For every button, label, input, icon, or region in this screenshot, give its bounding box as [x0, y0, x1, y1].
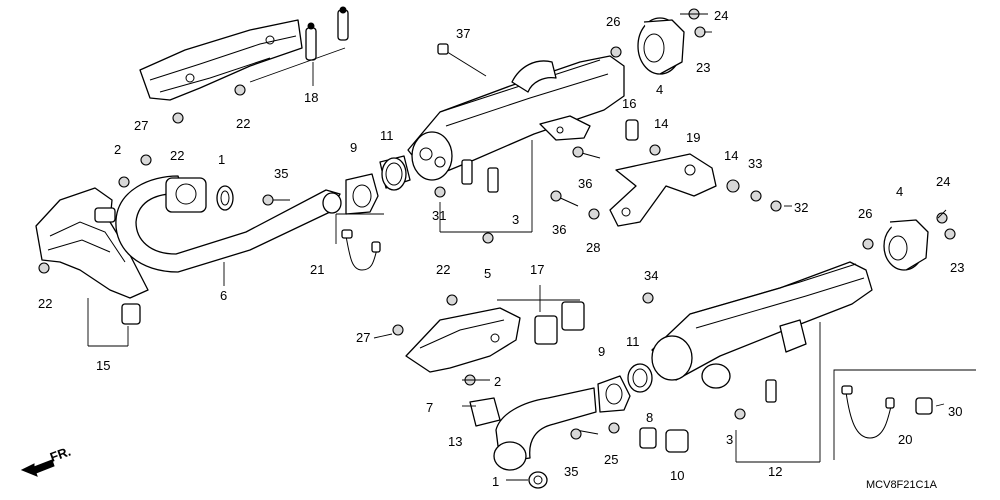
callout-1: 1 — [492, 474, 499, 489]
callout-27: 27 — [356, 330, 370, 345]
callout-21: 21 — [310, 262, 324, 277]
callout-14: 14 — [654, 116, 668, 131]
callout-31: 31 — [432, 208, 446, 223]
callout-24: 24 — [714, 8, 728, 23]
gasket-1-lower — [528, 471, 548, 489]
callout-22: 22 — [170, 148, 184, 163]
callout-36: 36 — [552, 222, 566, 237]
callout-26: 26 — [606, 14, 620, 29]
callout-34: 34 — [644, 268, 658, 283]
callout-12: 12 — [768, 464, 782, 479]
callout-35: 35 — [274, 166, 288, 181]
callout-20: 20 — [898, 432, 912, 447]
direction-label: FR. — [48, 444, 73, 465]
gasket-ring-11-lower — [627, 363, 653, 393]
step-bracket-19 — [609, 153, 717, 227]
callout-5: 5 — [484, 266, 491, 281]
end-cap-4-lower — [883, 219, 929, 271]
callout-30: 30 — [948, 404, 962, 419]
muffler-bracket-3-lower — [765, 379, 777, 403]
callout-leaders — [373, 13, 947, 481]
end-cap-4-upper — [637, 17, 685, 75]
callout-2: 2 — [494, 374, 501, 389]
callout-36: 36 — [578, 176, 592, 191]
lower-heat-shield — [405, 307, 521, 373]
clamp-9-lower — [597, 375, 631, 413]
gasket-ring-11-upper — [379, 155, 411, 191]
callout-6: 6 — [220, 288, 227, 303]
callout-23: 23 — [950, 260, 964, 275]
callout-1: 1 — [218, 152, 225, 167]
lower-muffler — [651, 261, 873, 389]
callout-25: 25 — [604, 452, 618, 467]
o2-sensor-21 — [335, 213, 384, 271]
clamp-9-upper — [345, 173, 379, 215]
callout-11: 11 — [626, 334, 640, 349]
callout-22: 22 — [236, 116, 250, 131]
callout-9: 9 — [350, 140, 357, 155]
front-direction-arrow: FR. — [20, 444, 73, 477]
callout-10: 10 — [670, 468, 684, 483]
callout-17: 17 — [530, 262, 544, 277]
callout-22: 22 — [436, 262, 450, 277]
callout-3: 3 — [512, 212, 519, 227]
callout-35: 35 — [564, 464, 578, 479]
small-bolts — [38, 8, 956, 440]
collar-16 — [625, 119, 639, 141]
callout-7: 7 — [426, 400, 433, 415]
callout-3: 3 — [726, 432, 733, 447]
callout-labels: 1 2 27 22 22 18 22 15 6 35 9 11 21 37 31… — [38, 8, 964, 489]
callout-14: 14 — [724, 148, 738, 163]
callout-27: 27 — [134, 118, 148, 133]
callout-28: 28 — [586, 240, 600, 255]
upper-muffler — [407, 55, 625, 181]
callout-23: 23 — [696, 60, 710, 75]
callout-22: 22 — [38, 296, 52, 311]
upper-bracket-18 — [305, 6, 349, 61]
sensor-clip-30 — [915, 397, 933, 415]
callout-16: 16 — [622, 96, 636, 111]
upper-heat-shield — [139, 19, 303, 101]
callout-4: 4 — [896, 184, 903, 199]
lower-pipe-13 — [469, 387, 597, 471]
clamp-8 — [639, 427, 657, 449]
callout-4: 4 — [656, 82, 663, 97]
bolt-37 — [437, 43, 487, 77]
collar-10 — [665, 429, 689, 453]
callout-37: 37 — [456, 26, 470, 41]
lower-bracket-17 — [534, 301, 585, 345]
callout-19: 19 — [686, 130, 700, 145]
callout-2: 2 — [114, 142, 121, 157]
callout-26: 26 — [858, 206, 872, 221]
callout-9: 9 — [598, 344, 605, 359]
drawing-code: MCV8F21C1A — [866, 479, 938, 491]
callout-11: 11 — [380, 128, 394, 143]
callout-8: 8 — [646, 410, 653, 425]
callout-33: 33 — [748, 156, 762, 171]
callout-32: 32 — [794, 200, 808, 215]
callout-15: 15 — [96, 358, 110, 373]
muffler-bracket-3 — [461, 159, 499, 193]
callout-24: 24 — [936, 174, 950, 189]
callout-18: 18 — [304, 90, 318, 105]
front-exhaust-pipe-6 — [115, 175, 342, 273]
callout-13: 13 — [448, 434, 462, 449]
o2-sensor-20-box — [833, 369, 976, 460]
exhaust-gasket-1-upper — [216, 185, 234, 211]
left-heat-shield-15 — [35, 187, 149, 325]
